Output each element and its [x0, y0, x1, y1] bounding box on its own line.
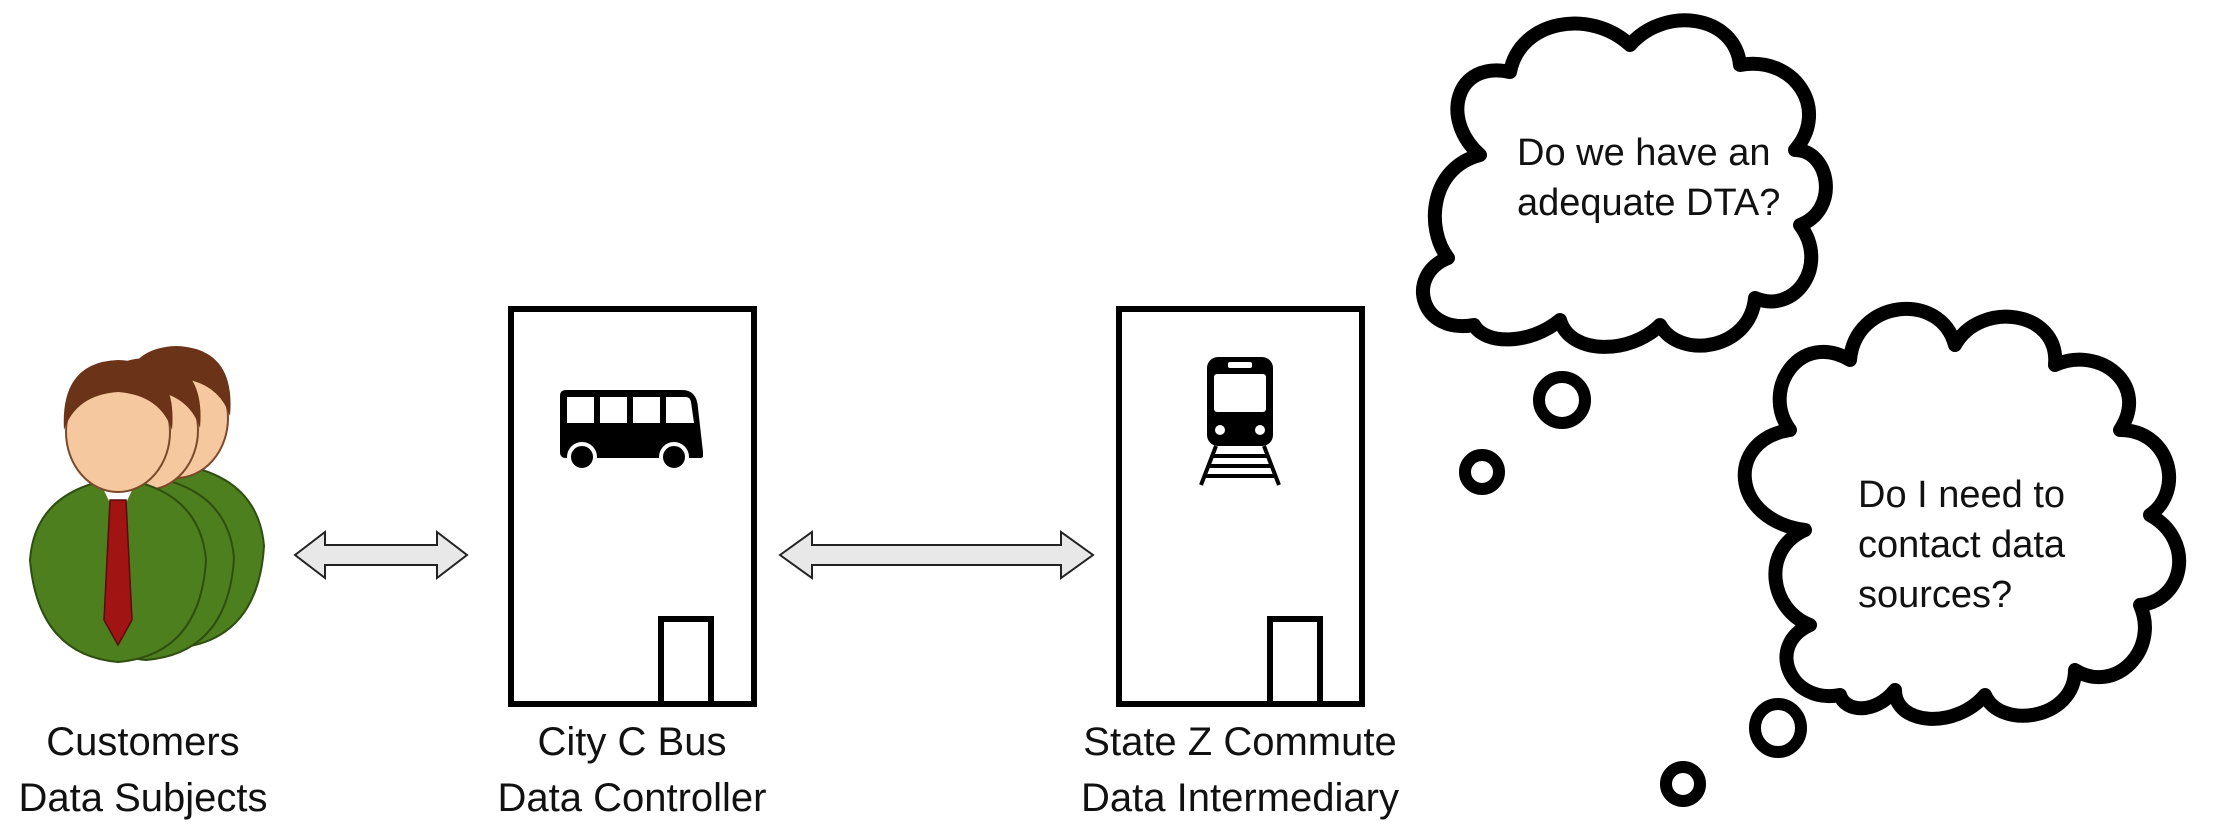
train-icon — [1199, 357, 1281, 486]
commute-role: Data Intermediary — [1081, 776, 1399, 820]
bus-icon — [560, 390, 703, 472]
double-arrow-icon — [778, 530, 1095, 580]
bus-name: City C Bus — [537, 720, 727, 764]
thought-cloud-icon — [1416, 13, 1833, 495]
sources-question: Do I need to contact data sources? — [1858, 474, 2066, 616]
bus-label: City C Bus Data Controller — [452, 714, 812, 826]
customers-name: Customers — [46, 720, 240, 764]
customers-label: Customers Data Subjects — [0, 714, 286, 826]
double-arrow-icon — [293, 529, 469, 581]
people-group-icon — [28, 346, 266, 664]
bus-building — [508, 306, 757, 707]
commute-label: State Z Commute Data Intermediary — [1040, 714, 1440, 826]
thought-cloud-icon — [1660, 301, 2187, 807]
commute-name: State Z Commute — [1083, 720, 1397, 764]
dta-question: Do we have an adequate DTA? — [1517, 132, 1781, 224]
customers-role: Data Subjects — [18, 776, 268, 820]
bus-role: Data Controller — [497, 776, 767, 820]
